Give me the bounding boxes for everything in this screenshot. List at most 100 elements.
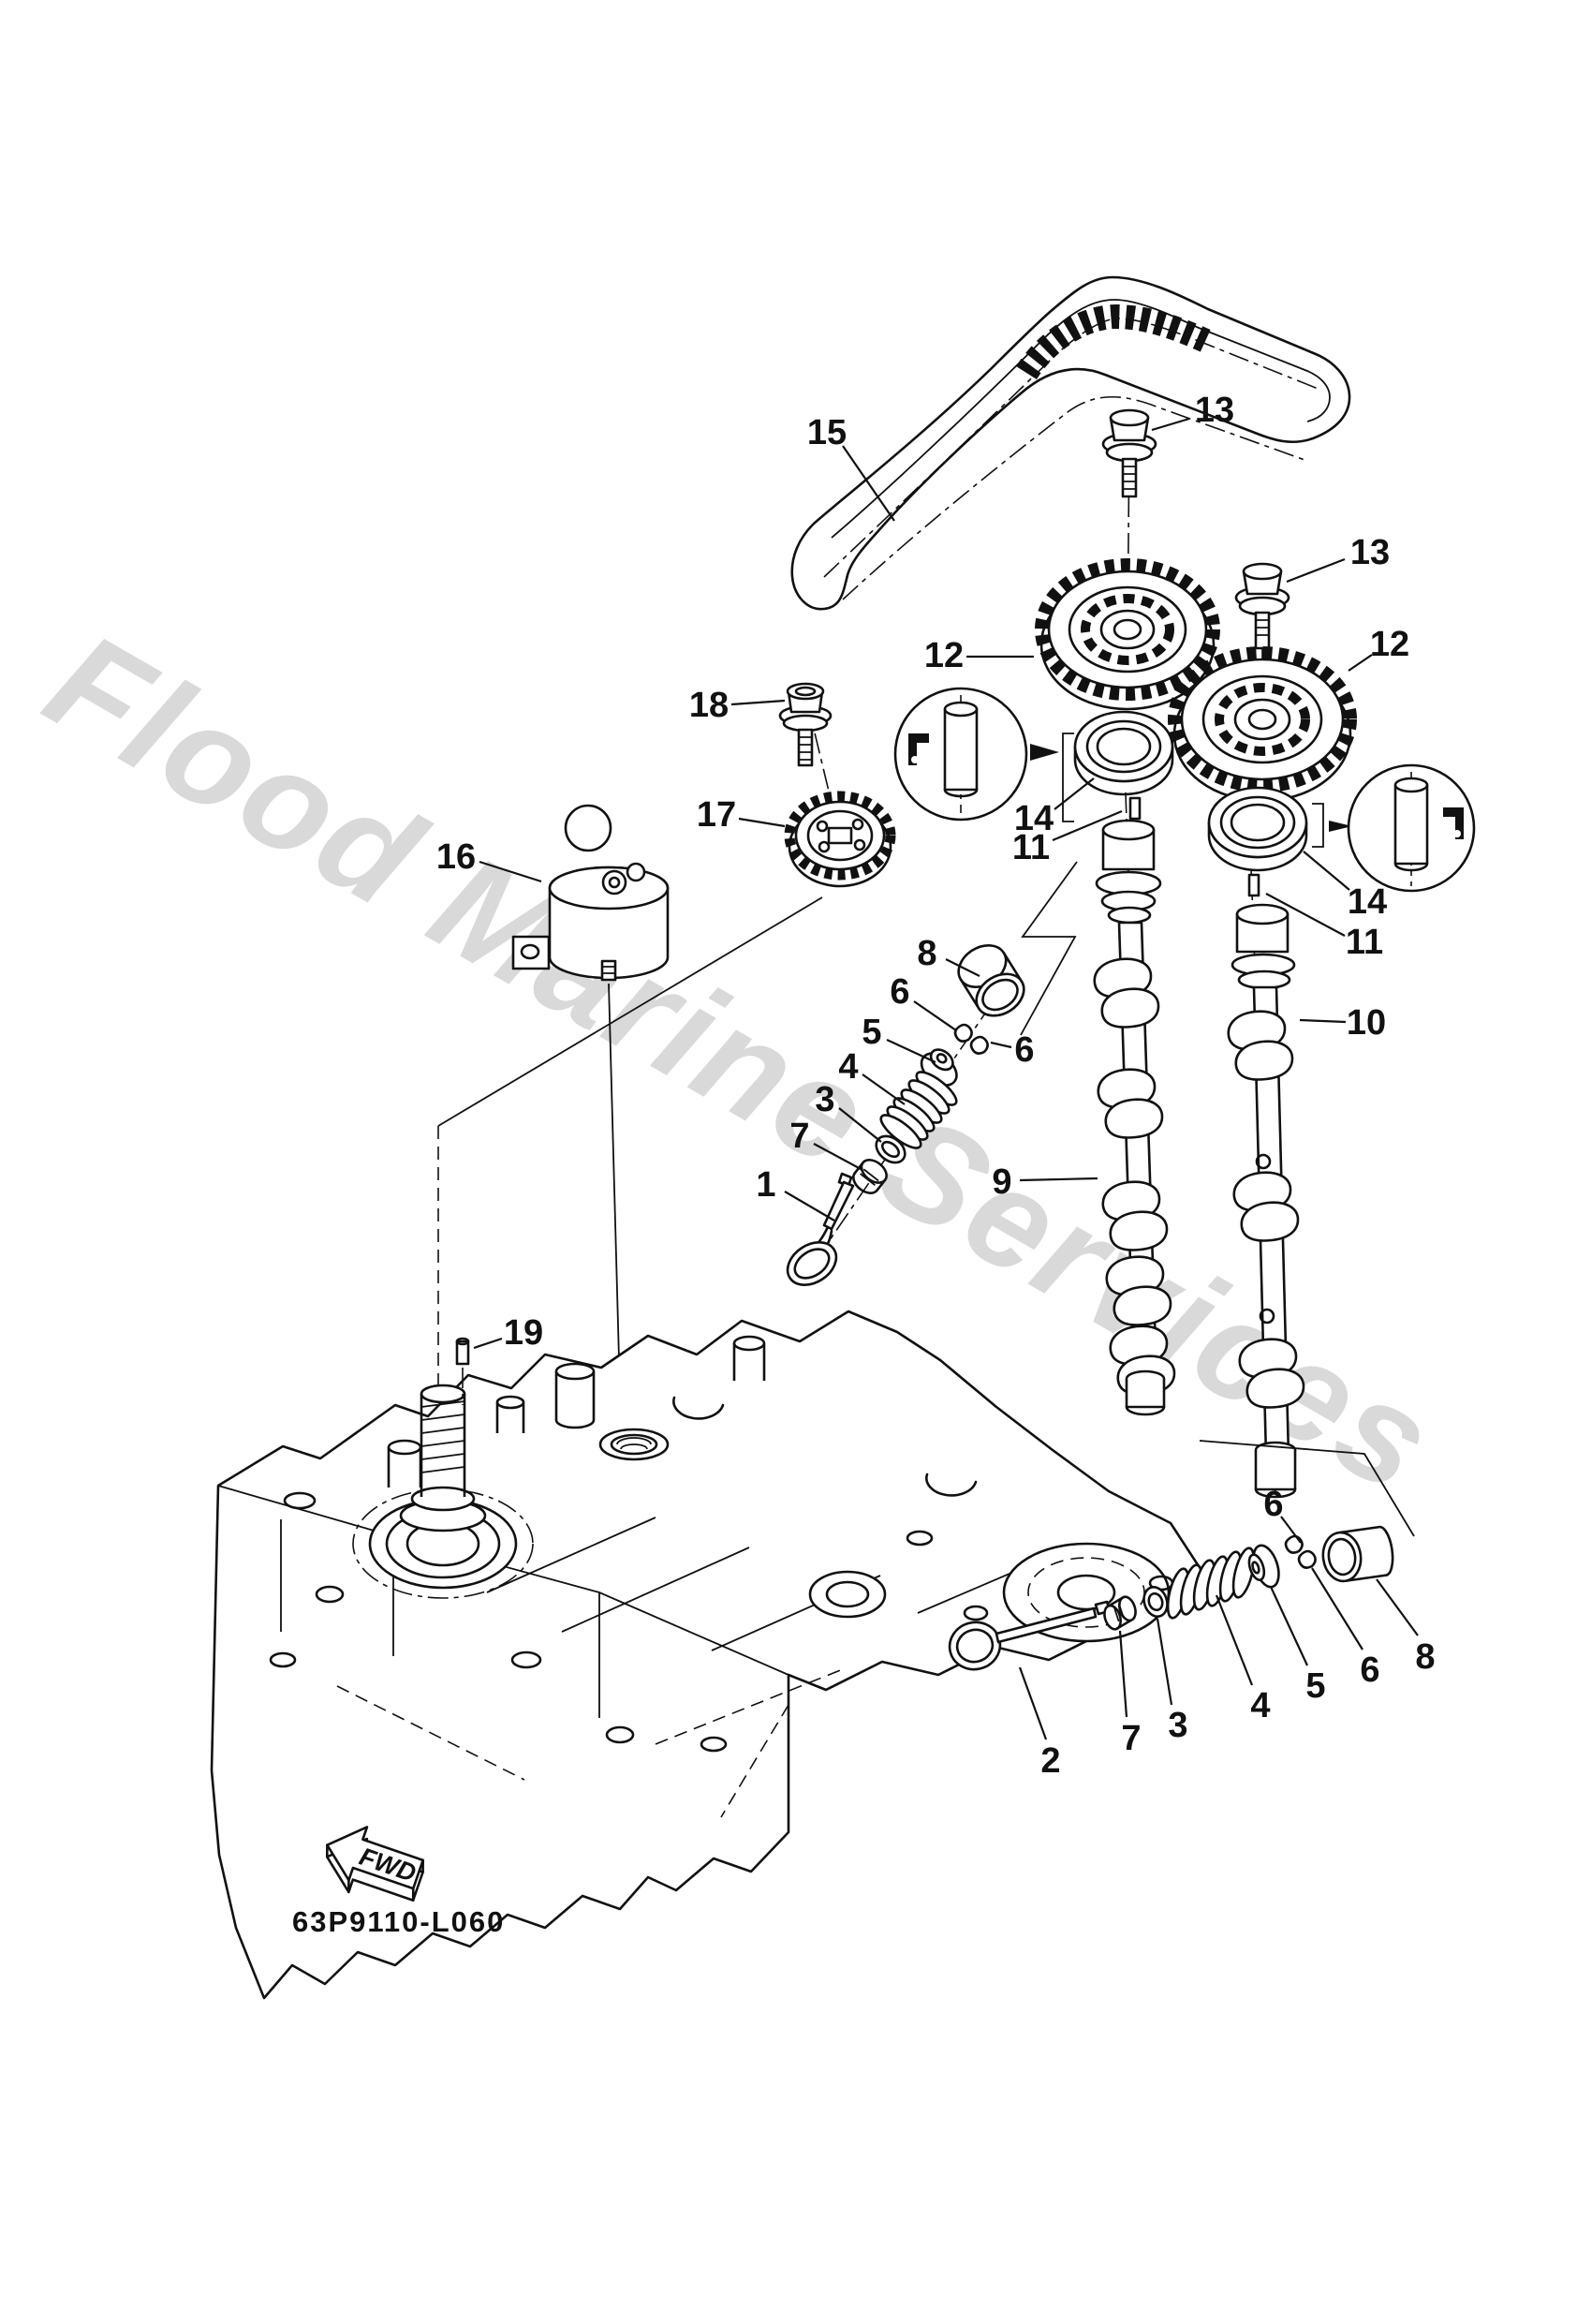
callout-leader-3 <box>838 1107 882 1143</box>
spring-seat-7-upper <box>852 1159 888 1194</box>
callout-leader-17 <box>738 817 786 828</box>
part-callout-7: 7 <box>789 1117 809 1156</box>
part-callout-10: 10 <box>1347 1003 1386 1043</box>
part-callout-6: 6 <box>1014 1030 1034 1070</box>
valve-cotter-6 <box>1297 1549 1317 1569</box>
part-callout-6: 6 <box>1263 1485 1283 1524</box>
callout-leader-9 <box>1019 1177 1098 1182</box>
part-callout-8: 8 <box>1415 1637 1435 1677</box>
part-callout-18: 18 <box>689 686 729 725</box>
callout-leader-16 <box>479 860 542 883</box>
part-callout-4: 4 <box>1250 1686 1270 1725</box>
leader-line-16 <box>608 983 622 1428</box>
part-callout-1: 1 <box>756 1165 775 1205</box>
valve-assembly-exhaust <box>948 1525 1394 1671</box>
part-callout-2: 2 <box>1040 1741 1060 1781</box>
callout-leader-6 <box>1311 1567 1363 1650</box>
part-callout-14: 14 <box>1348 882 1387 922</box>
callout-leader-14 <box>1054 777 1095 810</box>
dowel-pin-19 <box>455 1337 470 1405</box>
spring-seat-7-lower <box>1103 1595 1137 1631</box>
part-callout-4: 4 <box>838 1047 858 1087</box>
part-callout-17: 17 <box>697 795 736 835</box>
bolt-18 <box>778 682 837 823</box>
callout-leader-3 <box>1156 1618 1173 1706</box>
callout-leader-2 <box>1018 1666 1048 1740</box>
callout-leader-18 <box>730 699 786 706</box>
dowel-pin-11-left <box>1128 796 1142 821</box>
valve-1 <box>786 1172 855 1286</box>
callout-leader-8 <box>945 958 980 977</box>
callout-leader-6 <box>1280 1516 1302 1544</box>
callout-leader-10 <box>1299 1018 1347 1024</box>
callout-leader-12 <box>1348 654 1373 672</box>
callout-leader-11 <box>1265 893 1346 937</box>
part-callout-8: 8 <box>917 934 936 973</box>
detail-bracket-left <box>1062 733 1074 822</box>
leader-line-17 <box>437 896 823 1127</box>
detail-arrow-right <box>1329 821 1352 832</box>
callout-leader-13 <box>1286 557 1346 584</box>
callout-leader-13 <box>1151 417 1190 432</box>
callout-leader-11 <box>1052 809 1123 842</box>
oil-seal-right <box>1207 786 1308 872</box>
part-callout-12: 12 <box>1370 625 1409 664</box>
callout-leader-7 <box>1118 1630 1128 1718</box>
valve-assembly-intake <box>786 944 1025 1286</box>
camshaft-sprocket-left <box>1035 558 1220 711</box>
group-bracket-lower <box>1199 1440 1415 1537</box>
valve-cotter-6 <box>969 1035 989 1055</box>
group-bracket-upper <box>1020 861 1078 1036</box>
part-callout-3: 3 <box>1168 1706 1187 1745</box>
part-callout-14: 14 <box>1014 799 1054 838</box>
part-callout-5: 5 <box>1305 1666 1325 1706</box>
timing-belt <box>790 275 1351 611</box>
dowel-pin-11-right <box>1247 873 1260 897</box>
part-callout-15: 15 <box>807 413 847 452</box>
part-callout-11: 11 <box>1346 923 1383 962</box>
valve-cotter-6 <box>953 1023 973 1043</box>
callout-leader-14 <box>1303 851 1350 891</box>
camshaft-9 <box>1093 792 1176 1416</box>
belt-tensioner-16 <box>511 804 670 982</box>
callout-leader-1 <box>784 1191 835 1221</box>
camshaft-sprocket-right <box>1168 646 1357 803</box>
valve-spring-4-upper <box>879 1071 958 1149</box>
bolt-13-left <box>1101 408 1157 657</box>
valve-seal-3-upper <box>875 1134 906 1164</box>
part-callout-11: 11 <box>1012 828 1050 867</box>
part-callout-19: 19 <box>504 1313 543 1353</box>
part-callout-12: 12 <box>924 636 964 675</box>
callout-leader-4 <box>1215 1594 1254 1686</box>
valve-seal-3-lower <box>1142 1586 1169 1618</box>
part-callout-7: 7 <box>1121 1719 1141 1758</box>
valve-spring-4-lower <box>1166 1547 1256 1620</box>
detail-bracket-right <box>1312 803 1324 848</box>
callout-leader-8 <box>1376 1578 1419 1636</box>
callout-leader-4 <box>862 1073 906 1105</box>
part-callout-6: 6 <box>890 972 909 1012</box>
callout-leader-19 <box>473 1337 503 1350</box>
seal-detail-circle-right <box>1312 763 1476 893</box>
callout-leader-15 <box>842 445 895 522</box>
valve-lifter-8-lower <box>1321 1525 1394 1583</box>
detail-arrow-left <box>1030 744 1059 761</box>
valve-lifter-8-upper <box>957 944 1025 1017</box>
part-callout-13: 13 <box>1350 533 1390 572</box>
callout-leader-6 <box>913 1000 957 1031</box>
cylinder-head-block <box>210 1310 1201 2000</box>
driven-sprocket-17 <box>784 791 896 888</box>
oil-seal-left <box>1073 710 1174 796</box>
spring-retainer-5-lower <box>1247 1544 1280 1589</box>
part-callout-3: 3 <box>815 1080 834 1119</box>
callout-leader-7 <box>813 1143 863 1171</box>
part-callout-5: 5 <box>862 1013 881 1052</box>
part-callout-9: 9 <box>992 1162 1011 1202</box>
fwd-arrow: FWD <box>325 1826 425 1902</box>
diagram-code: 63P9110-L060 <box>292 1905 505 1938</box>
callout-leader-6 <box>990 1041 1012 1049</box>
callout-leader-5 <box>886 1039 936 1063</box>
seal-detail-circle-left <box>893 687 1074 822</box>
valve-cotter-6 <box>1284 1534 1304 1554</box>
